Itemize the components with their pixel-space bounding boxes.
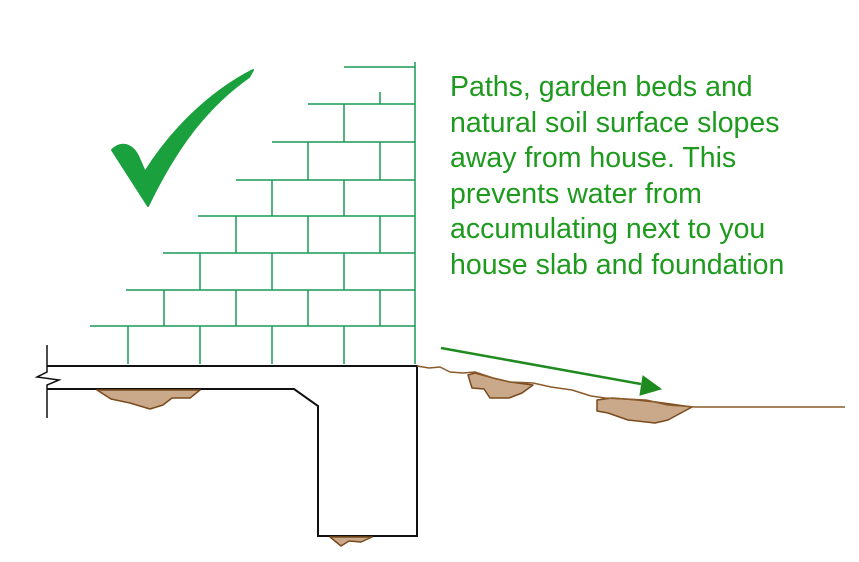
soil-patch-under-footing [329,536,373,547]
soil-patch-near-wall [467,372,534,399]
caption-line: Paths, garden beds and [450,71,753,103]
caption-line: prevents water from [450,177,702,210]
soil-patch-downslope [596,397,693,424]
caption-line: natural soil surface slopes [450,106,780,139]
brick-wall [90,62,416,364]
caption-line: away from house. This [450,142,737,174]
caption-line: accumulating next to you [450,213,766,245]
slope-arrow-icon [440,346,663,396]
ground-surface-line [416,365,845,408]
soil-patches [96,372,693,547]
soil-patch-under-slab [96,389,201,410]
slab-break-line [34,345,62,418]
checkmark-icon [111,69,254,207]
caption-line: house slab and foundation [450,248,785,281]
brick-courses [90,66,415,327]
drainage-caption: Paths, garden beds and natural soil surf… [450,70,850,283]
brick-joints [127,92,381,364]
